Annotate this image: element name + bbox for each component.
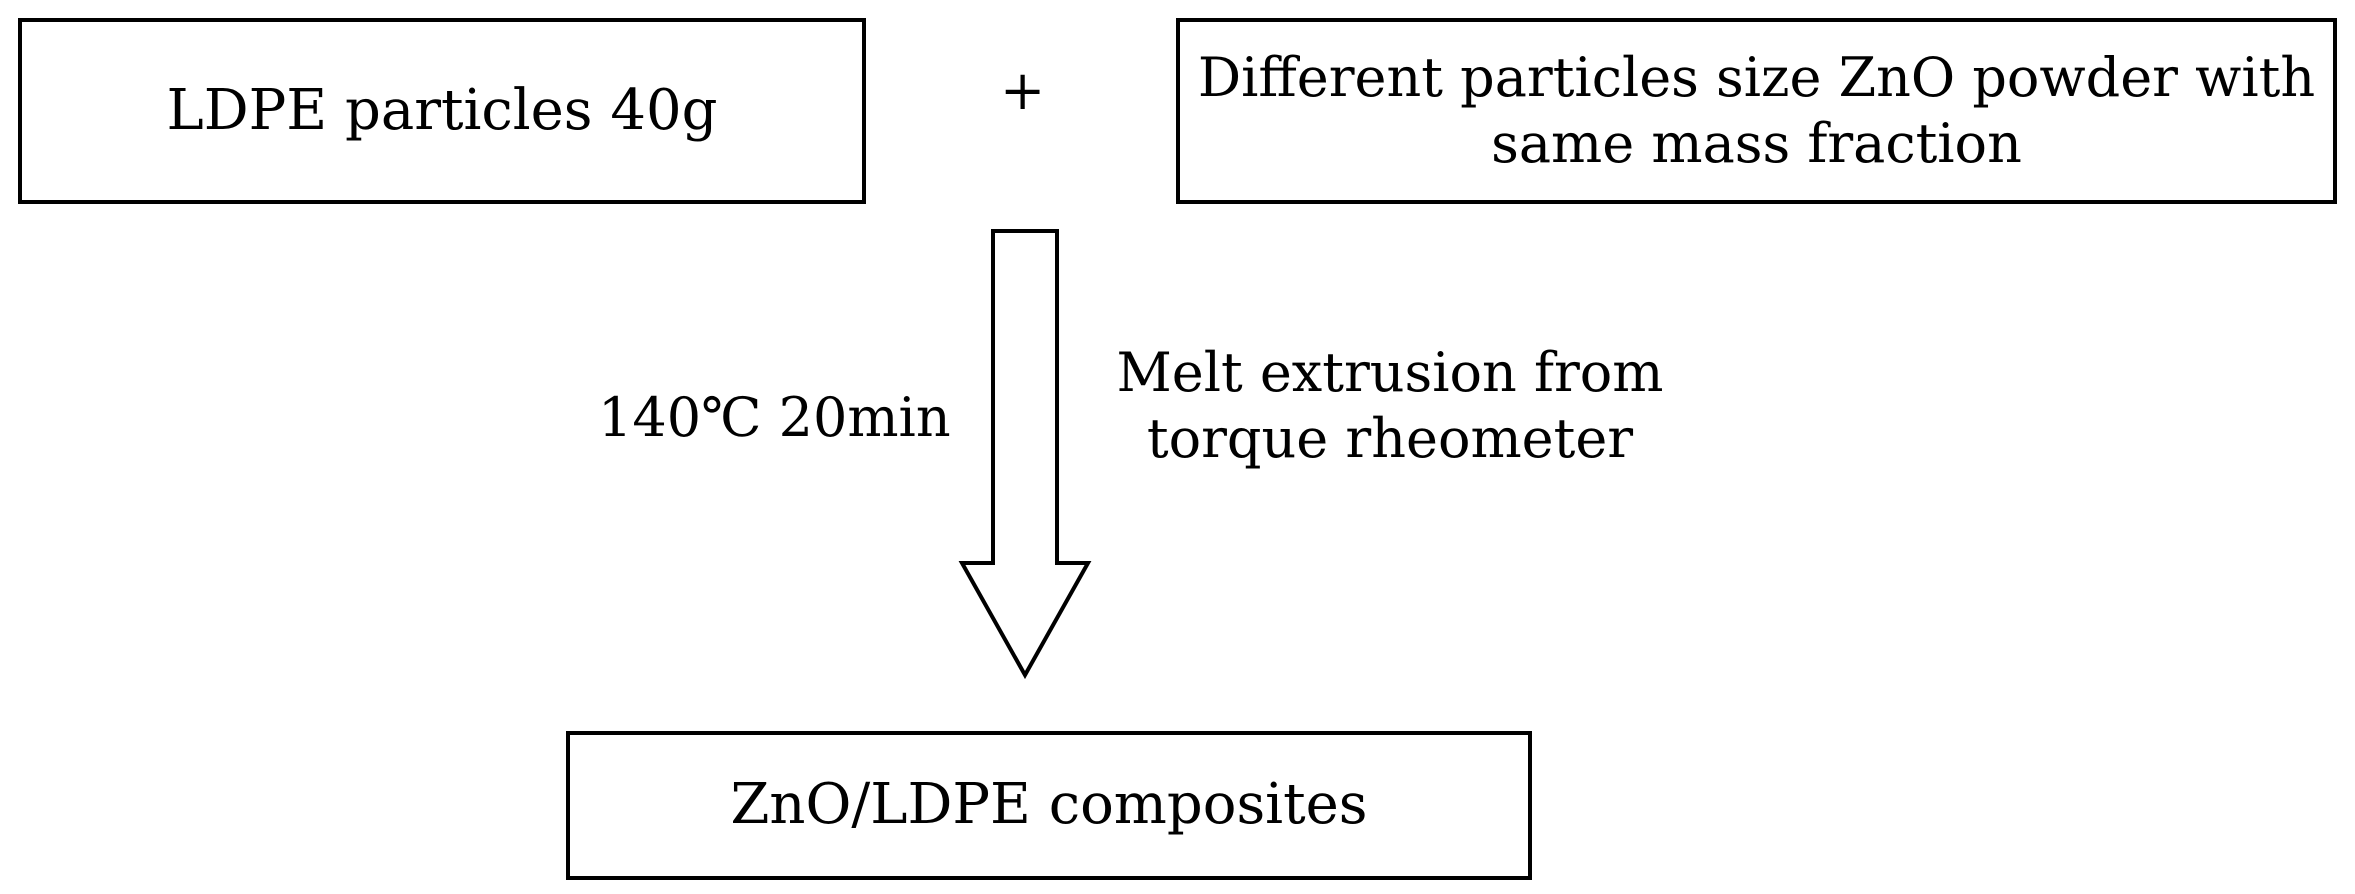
ldpe-input-label: LDPE particles 40g: [166, 77, 718, 143]
process-description-label: Melt extrusion from torque rheometer: [1116, 341, 1664, 470]
process-condition-label: 140℃ 20min: [598, 386, 951, 449]
plus-operator: +: [1000, 59, 1046, 122]
process-arrow-shape: [958, 229, 1092, 680]
ldpe-input-box: LDPE particles 40g: [18, 18, 866, 204]
composites-output-label: ZnO/LDPE composites: [730, 772, 1368, 838]
zno-input-label: Different particles size ZnO powder with…: [1197, 46, 2316, 175]
composites-output-box: ZnO/LDPE composites: [566, 731, 1532, 880]
zno-input-box: Different particles size ZnO powder with…: [1176, 18, 2337, 204]
